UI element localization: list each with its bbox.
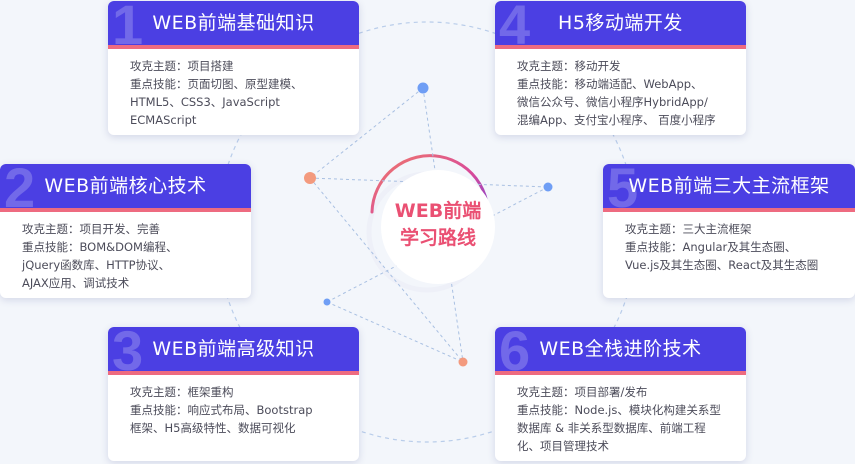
card-line: 混编App、支付宝小程序、 百度小程序: [517, 113, 716, 127]
card-line: Vue.js及其生态圈、React及其生态圈: [625, 258, 819, 272]
card-number: 6: [499, 327, 531, 375]
card-line: 微信公众号、微信小程序HybridApp/: [517, 95, 708, 109]
card-title: H5移动端开发: [558, 12, 683, 34]
card-title: WEB前端核心技术: [44, 175, 207, 197]
card-body: 攻克主题：项目开发、完善 重点技能：BOM&DOM编程、 jQuery函数库、H…: [0, 212, 251, 292]
card-line: 重点技能：Angular及其生态圈、: [625, 240, 797, 254]
stage-card-4: 4 H5移动端开发 攻克主题：移动开发 重点技能：移动端适配、WebApp、 微…: [495, 1, 746, 135]
card-line: 化、项目管理技术: [517, 439, 609, 453]
network-node-orange: [304, 172, 316, 184]
card-line: 攻克主题：框架重构: [130, 385, 234, 399]
card-number: 3: [112, 327, 144, 375]
card-body: 攻克主题：三大主流框架 重点技能：Angular及其生态圈、 Vue.js及其生…: [603, 212, 855, 274]
card-line: 重点技能：响应式布局、Bootstrap: [130, 403, 313, 417]
center-title: WEB前端 学习路线: [381, 198, 495, 252]
card-line: ECMAScript: [130, 113, 197, 127]
card-title: WEB前端高级知识: [152, 338, 315, 360]
connector-line: [309, 87, 424, 179]
card-title: WEB全栈进阶技术: [539, 338, 702, 360]
stage-card-2: 2 WEB前端核心技术 攻克主题：项目开发、完善 重点技能：BOM&DOM编程、…: [0, 164, 251, 298]
card-line: 攻克主题：项目搭建: [130, 59, 234, 73]
card-number: 2: [4, 164, 36, 212]
card-number: 1: [112, 1, 144, 49]
card-line: 重点技能：BOM&DOM编程、: [22, 240, 178, 254]
network-node-blue: [323, 298, 331, 306]
network-node-orange: [458, 357, 468, 367]
connector-line: [326, 301, 464, 363]
stage-card-3: 3 WEB前端高级知识 攻克主题：框架重构 重点技能：响应式布局、Bootstr…: [108, 327, 359, 461]
card-header: 4 H5移动端开发: [495, 1, 746, 49]
card-number: 5: [607, 164, 639, 212]
card-line: HTML5、CSS3、JavaScript: [130, 95, 280, 109]
card-line: 攻克主题：三大主流框架: [625, 222, 752, 236]
card-header: 1 WEB前端基础知识: [108, 1, 359, 49]
stage-card-1: 1 WEB前端基础知识 攻克主题：项目搭建 重点技能：页面切图、原型建模、 HT…: [108, 1, 359, 135]
card-body: 攻克主题：移动开发 重点技能：移动端适配、WebApp、 微信公众号、微信小程序…: [495, 49, 746, 129]
network-node-blue: [543, 182, 553, 192]
card-number: 4: [499, 1, 531, 49]
card-header: 3 WEB前端高级知识: [108, 327, 359, 375]
card-line: 重点技能：移动端适配、WebApp、: [517, 77, 703, 91]
card-header: 2 WEB前端核心技术: [0, 164, 251, 212]
card-line: 攻克主题：移动开发: [517, 59, 621, 73]
stage-card-6: 6 WEB全栈进阶技术 攻克主题：项目部署/发布 重点技能：Node.js、模块…: [495, 327, 746, 461]
card-body: 攻克主题：框架重构 重点技能：响应式布局、Bootstrap 框架、H5高级特性…: [108, 375, 359, 437]
center-title-line1: WEB前端: [394, 200, 482, 222]
card-title: WEB前端基础知识: [152, 12, 315, 34]
card-line: jQuery函数库、HTTP协议、: [22, 258, 171, 272]
card-line: 数据库 & 非关系型数据库、前端工程: [517, 421, 706, 435]
connector-line: [309, 177, 464, 363]
center-title-line2: 学习路线: [399, 227, 476, 249]
card-line: 重点技能：页面切图、原型建模、: [130, 77, 303, 91]
card-line: 重点技能：Node.js、模块化构建关系型: [517, 403, 721, 417]
center-hub: [381, 170, 495, 284]
stage-card-5: 5 WEB前端三大主流框架 攻克主题：三大主流框架 重点技能：Angular及其…: [603, 164, 855, 298]
card-header: 6 WEB全栈进阶技术: [495, 327, 746, 375]
card-title: WEB前端三大主流框架: [628, 175, 830, 197]
card-line: AJAX应用、调试技术: [22, 276, 130, 290]
network-node-blue: [417, 82, 429, 94]
card-line: 攻克主题：项目开发、完善: [22, 222, 160, 236]
card-line: 框架、H5高级特性、数据可视化: [130, 421, 296, 435]
card-body: 攻克主题：项目搭建 重点技能：页面切图、原型建模、 HTML5、CSS3、Jav…: [108, 49, 359, 129]
card-line: 攻克主题：项目部署/发布: [517, 385, 648, 399]
card-header: 5 WEB前端三大主流框架: [603, 164, 855, 212]
connector-line: [309, 177, 549, 188]
card-body: 攻克主题：项目部署/发布 重点技能：Node.js、模块化构建关系型 数据库 &…: [495, 375, 746, 455]
